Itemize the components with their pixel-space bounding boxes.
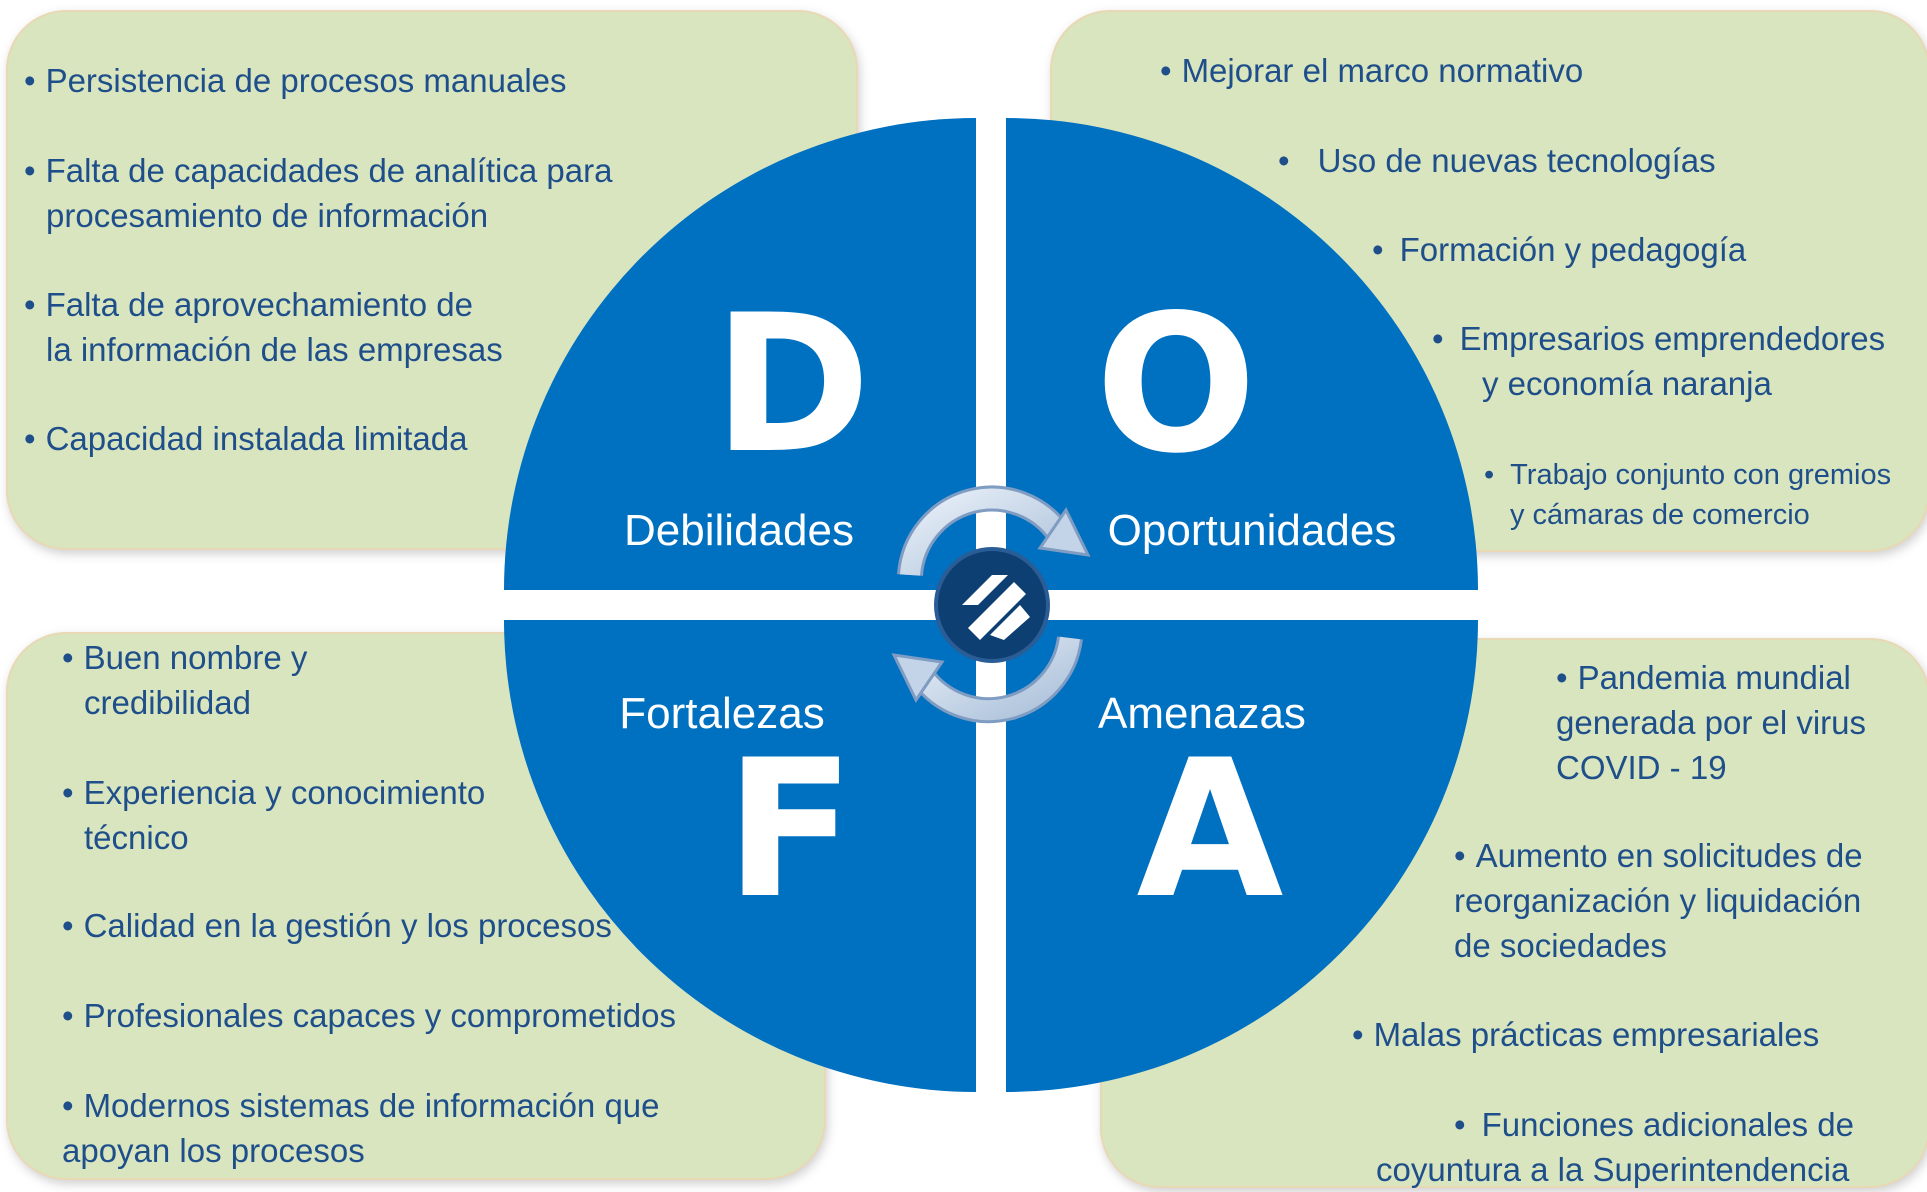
letter-f: F xyxy=(725,719,855,940)
fortalezas-item: •Buen nombre y credibilidad xyxy=(62,639,308,721)
fortalezas-item: •Profesionales capaces y comprometidos xyxy=(62,997,677,1034)
letter-d: D xyxy=(713,274,871,495)
label-fortalezas: Fortalezas xyxy=(619,689,824,738)
label-oportunidades: Oportunidades xyxy=(1108,506,1397,555)
quadrant-a-shape xyxy=(1006,620,1478,1092)
oportunidades-item: •Mejorar el marco normativo xyxy=(1160,52,1584,89)
label-debilidades: Debilidades xyxy=(624,506,854,555)
circle-quadrants xyxy=(504,118,1478,1092)
oportunidades-item: •Trabajo conjunto con gremios y cámaras … xyxy=(1484,459,1892,531)
quadrant-d-shape xyxy=(504,118,976,590)
debilidades-item: •Persistencia de procesos manuales xyxy=(24,62,567,99)
quadrant-f-shape xyxy=(504,620,976,1092)
label-amenazas: Amenazas xyxy=(1098,689,1306,738)
amenazas-item: •Malas prácticas empresariales xyxy=(1352,1016,1820,1053)
oportunidades-item: •Empresarios emprendedores y economía na… xyxy=(1432,320,1886,402)
cycle-arrows-logo-icon xyxy=(891,485,1091,724)
fortalezas-item: •Experiencia y conocimiento técnico xyxy=(62,774,486,856)
fortalezas-item: •Calidad en la gestión y los procesos xyxy=(62,907,612,944)
letter-o: O xyxy=(1095,274,1257,495)
debilidades-item: •Capacidad instalada limitada xyxy=(24,420,468,457)
oportunidades-item: •Formación y pedagogía xyxy=(1372,231,1747,268)
debilidades-item: •Falta de capacidades de analítica para … xyxy=(24,152,613,234)
letter-a: A xyxy=(1136,719,1283,940)
amenazas-item: •Aumento en solicitudes de reorganizació… xyxy=(1454,837,1863,964)
amenazas-item: •Pandemia mundial generada por el virus … xyxy=(1556,659,1867,786)
amenazas-item: •Funciones adicionales de coyuntura a la… xyxy=(1376,1106,1854,1188)
fortalezas-item: •Modernos sistemas de información que ap… xyxy=(62,1087,660,1169)
debilidades-item: •Falta de aprovechamiento de la informac… xyxy=(24,286,503,368)
quadrant-o-shape xyxy=(1006,118,1478,590)
oportunidades-item: •Uso de nuevas tecnologías xyxy=(1278,142,1716,179)
